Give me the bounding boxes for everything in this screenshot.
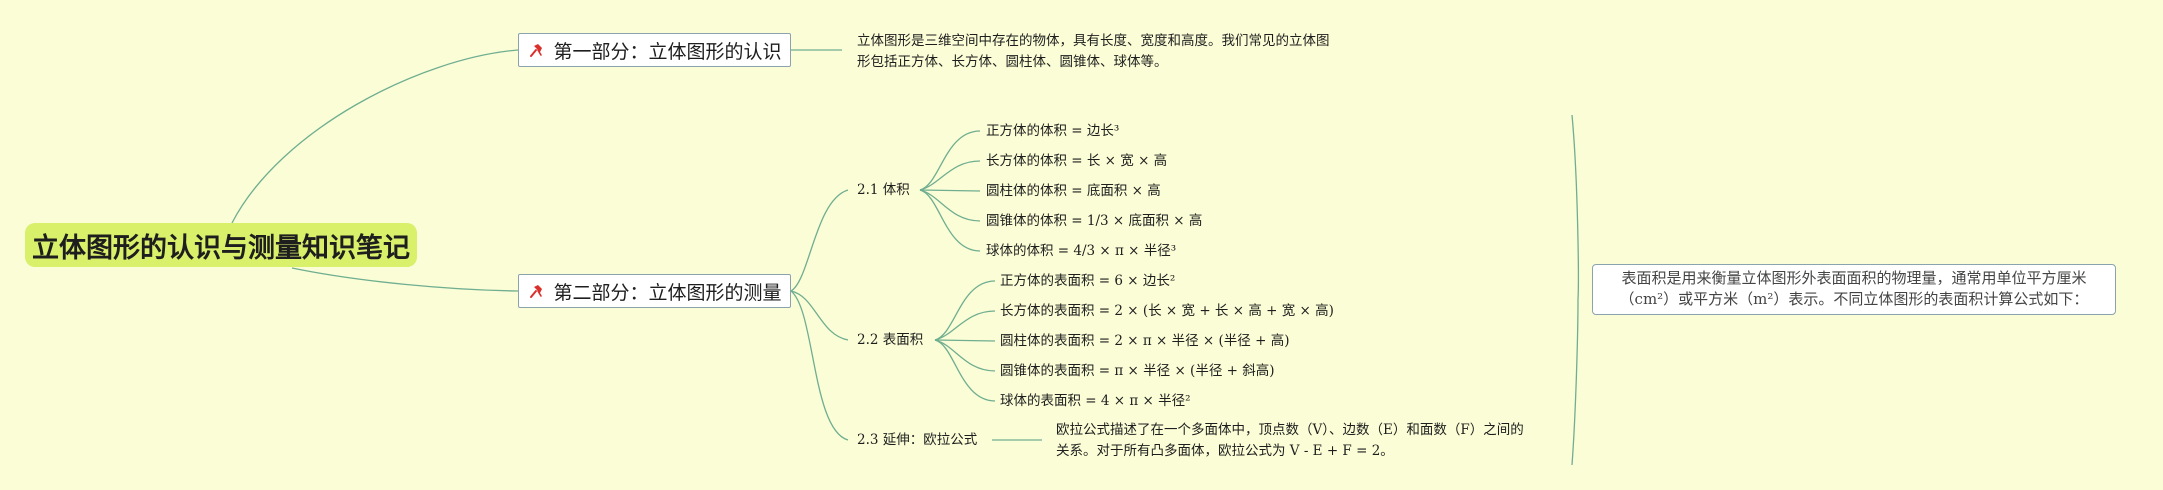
note-line-2: （cm²）或平方米（m²）表示。不同立体图形的表面积计算公式如下： bbox=[1619, 290, 2089, 308]
euler-topic[interactable]: 2.3 延伸：欧拉公式 bbox=[857, 432, 978, 448]
surface-topic[interactable]: 2.2 表面积 bbox=[857, 332, 924, 348]
part1-topic[interactable]: 第一部分：立体图形的认识 bbox=[518, 33, 791, 67]
root-topic[interactable]: 立体图形的认识与测量知识笔记 bbox=[25, 223, 417, 267]
summary-bracket bbox=[1571, 114, 1579, 466]
pin-icon bbox=[530, 285, 543, 298]
surface-item-cylinder[interactable]: 圆柱体的表面积 = 2 × π × 半径 × (半径 + 高) bbox=[1000, 333, 1290, 349]
connector-volume-item-3 bbox=[919, 189, 981, 192]
volume-item-cube[interactable]: 正方体的体积 = 边长³ bbox=[986, 123, 1120, 139]
connector-part2-surface bbox=[790, 290, 849, 341]
surface-item-cone[interactable]: 圆锥体的表面积 = π × 半径 × (半径 + 斜高) bbox=[1000, 363, 1275, 379]
connector-volume-item-5 bbox=[919, 189, 981, 252]
surface-area-note[interactable]: 表面积是用来衡量立体图形外表面面积的物理量，通常用单位平方厘米 （cm²）或平方… bbox=[1592, 264, 2116, 315]
volume-item-sphere[interactable]: 球体的体积 = 4/3 × π × 半径³ bbox=[986, 243, 1177, 259]
surface-item-cube[interactable]: 正方体的表面积 = 6 × 边长² bbox=[1000, 273, 1176, 289]
connector-volume-item-2 bbox=[919, 160, 981, 191]
euler-description[interactable]: 欧拉公式描述了在一个多面体中，顶点数（V）、边数（E）和面数（F）之间的 关系。… bbox=[1056, 420, 1556, 462]
part1-description[interactable]: 立体图形是三维空间中存在的物体，具有长度、宽度和高度。我们常见的立体图 形包括正… bbox=[857, 31, 1357, 73]
note-line-1: 表面积是用来衡量立体图形外表面面积的物理量，通常用单位平方厘米 bbox=[1621, 269, 2087, 287]
volume-topic[interactable]: 2.1 体积 bbox=[857, 182, 910, 198]
connector-surface-item-5 bbox=[934, 339, 996, 402]
part1-title: 第一部分：立体图形的认识 bbox=[553, 40, 782, 63]
volume-item-cuboid[interactable]: 长方体的体积 = 长 × 宽 × 高 bbox=[986, 153, 1168, 169]
part1-desc-line-1: 立体图形是三维空间中存在的物体，具有长度、宽度和高度。我们常见的立体图 bbox=[857, 33, 1330, 49]
volume-item-cone[interactable]: 圆锥体的体积 = 1/3 × 底面积 × 高 bbox=[986, 213, 1203, 229]
pin-icon bbox=[530, 44, 543, 57]
connector-surface-item-4 bbox=[934, 339, 996, 372]
surface-item-sphere[interactable]: 球体的表面积 = 4 × π × 半径² bbox=[1000, 393, 1191, 409]
connector-surface-item-3 bbox=[934, 339, 996, 342]
part2-title: 第二部分：立体图形的测量 bbox=[553, 281, 782, 304]
part2-topic[interactable]: 第二部分：立体图形的测量 bbox=[518, 274, 791, 308]
surface-item-cuboid[interactable]: 长方体的表面积 = 2 × (长 × 宽 + 长 × 高 + 宽 × 高) bbox=[1000, 303, 1334, 319]
connector-surface-item-1 bbox=[934, 280, 996, 341]
connector-root-part1 bbox=[231, 49, 519, 224]
connector-part2-euler bbox=[790, 290, 849, 441]
connector-volume-item-1 bbox=[919, 130, 981, 191]
connector-surface-item-2 bbox=[934, 310, 996, 341]
euler-desc-line-1: 欧拉公式描述了在一个多面体中，顶点数（V）、边数（E）和面数（F）之间的 bbox=[1056, 422, 1524, 438]
connector-part2-volume bbox=[790, 189, 849, 292]
connector-root-part2 bbox=[291, 267, 519, 292]
part1-desc-line-2: 形包括正方体、长方体、圆柱体、圆锥体、球体等。 bbox=[857, 54, 1168, 70]
root-title: 立体图形的认识与测量知识笔记 bbox=[32, 232, 410, 264]
connector-volume-item-4 bbox=[919, 189, 981, 222]
volume-item-cylinder[interactable]: 圆柱体的体积 = 底面积 × 高 bbox=[986, 183, 1161, 199]
euler-desc-line-2: 关系。对于所有凸多面体，欧拉公式为 V - E + F = 2。 bbox=[1056, 443, 1394, 459]
